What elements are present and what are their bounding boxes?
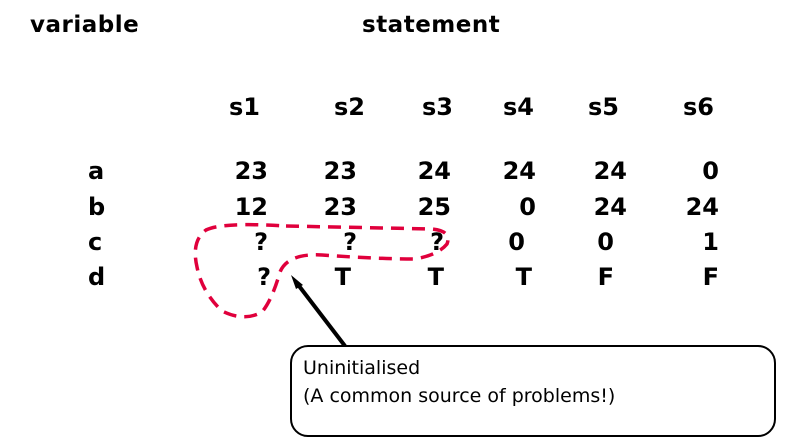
row-label-a: a	[88, 157, 105, 185]
table-cell: 25	[417, 193, 451, 221]
table-cell: 12	[234, 193, 268, 221]
callout-title: Uninitialised	[303, 357, 421, 379]
column-header-s1: s1	[229, 93, 260, 121]
table-cell: ?	[257, 263, 271, 291]
table-cell: 24	[417, 157, 451, 185]
table-cell: T	[427, 263, 444, 291]
table-cell: 23	[234, 157, 268, 185]
variable-header: variable	[30, 12, 140, 38]
table-cell: ?	[343, 228, 357, 256]
table-cell: 0	[702, 157, 719, 185]
table-cell: 24	[593, 157, 627, 185]
table-cell: T	[515, 263, 532, 291]
uninitialised-callout: Uninitialised (A common source of proble…	[290, 345, 776, 437]
row-label-c: c	[88, 228, 103, 256]
row-label-b: b	[88, 193, 106, 221]
uninitialised-highlight-outline	[193, 222, 450, 319]
statement-header: statement	[362, 12, 501, 38]
column-header-s5: s5	[588, 93, 619, 121]
column-header-s6: s6	[683, 93, 714, 121]
table-cell: F	[597, 263, 614, 291]
callout-pointer-line	[294, 280, 347, 348]
table-cell: 0	[597, 228, 614, 256]
table-cell: 24	[593, 193, 627, 221]
callout-note: (A common source of problems!)	[303, 385, 616, 407]
column-header-s2: s2	[334, 93, 365, 121]
table-cell: 0	[519, 193, 536, 221]
table-cell: 24	[502, 157, 536, 185]
table-cell: F	[702, 263, 719, 291]
table-cell: 0	[508, 228, 525, 256]
table-cell: 1	[702, 228, 719, 256]
row-label-d: d	[88, 263, 106, 291]
column-header-s3: s3	[422, 93, 453, 121]
table-cell: 24	[685, 193, 719, 221]
table-cell: 23	[323, 157, 357, 185]
table-cell: ?	[254, 228, 268, 256]
table-cell: 23	[323, 193, 357, 221]
table-cell: T	[334, 263, 351, 291]
callout-arrowhead-icon	[291, 275, 303, 289]
column-header-s4: s4	[503, 93, 534, 121]
